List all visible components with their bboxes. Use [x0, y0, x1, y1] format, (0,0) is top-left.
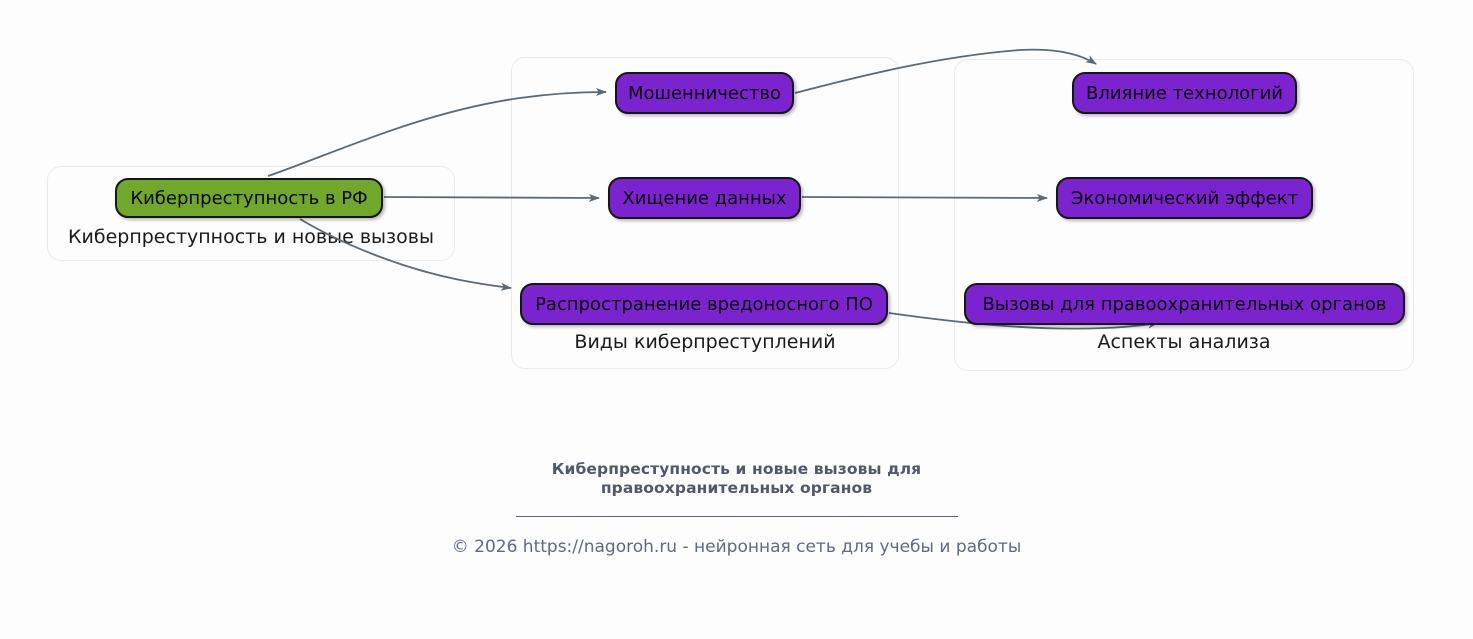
cluster-label: Аспекты анализа — [1097, 331, 1271, 353]
cluster-root — [47, 166, 455, 261]
footer-divider — [515, 516, 958, 517]
footer-title: Киберпреступность и новые вызовы для пра… — [551, 460, 922, 497]
node-root[interactable]: Киберпреступность в РФ — [115, 178, 383, 218]
cluster-types — [511, 57, 899, 369]
cluster-label: Виды киберпреступлений — [574, 331, 836, 353]
cluster-aspects — [954, 59, 1414, 371]
footer: Киберпреступность и новые вызовы для пра… — [0, 460, 1473, 557]
footer-copyright: © 2026 https://nagoroh.ru - нейронная се… — [451, 537, 1022, 557]
node-econ-effect[interactable]: Экономический эффект — [1056, 177, 1313, 219]
node-law-challenges[interactable]: Вызовы для правоохранительных органов — [964, 283, 1405, 325]
node-data-theft[interactable]: Хищение данных — [608, 177, 801, 219]
node-malware[interactable]: Распространение вредоносного ПО — [520, 283, 888, 325]
node-tech-impact[interactable]: Влияние технологий — [1072, 72, 1297, 114]
node-fraud[interactable]: Мошенничество — [615, 72, 794, 114]
